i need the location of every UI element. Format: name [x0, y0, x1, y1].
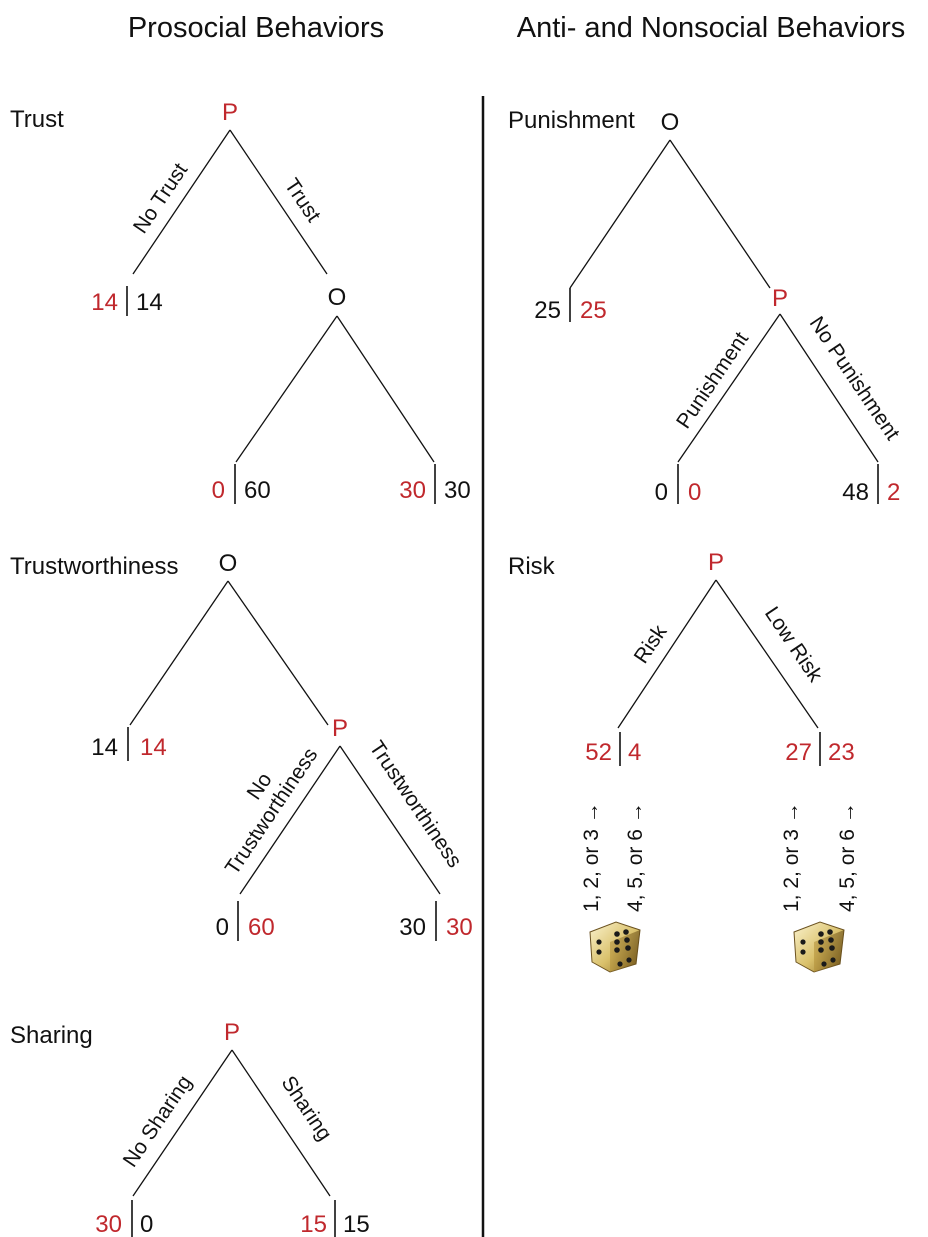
trustworthiness-payoff-3-p: 30: [446, 914, 473, 941]
sharing-payoff-2-p: 15: [300, 1211, 327, 1237]
die-icon: [793, 921, 845, 973]
trust-game: Trust P No Trust Trust O 14 14 0 60 30 3…: [10, 99, 471, 504]
header-prosocial: Prosocial Behaviors: [128, 12, 384, 44]
risk-dice-low-left: 1, 2, or 3 →: [580, 802, 603, 912]
header-antisocial: Anti- and Nonsocial Behaviors: [517, 12, 905, 44]
risk-payoff-1-high: 52: [585, 739, 612, 766]
trust-branch-trust: Trust: [280, 174, 325, 226]
trustworthiness-second-node: P: [332, 715, 348, 742]
sharing-edge-sharing: [231, 1049, 331, 1197]
punishment-payoff-3-o: 48: [842, 479, 869, 506]
trust-payoff-3-p: 30: [399, 477, 426, 504]
trust-branch-no-trust: No Trust: [129, 159, 193, 238]
risk-branch-risk: Risk: [630, 621, 672, 668]
risk-payoff-1-low: 4: [628, 739, 641, 766]
punishment-second-node: P: [772, 285, 788, 312]
punishment-payoff-1-o: 25: [534, 297, 561, 324]
risk-payoff-2-low: 23: [828, 739, 855, 766]
trust-second-node: O: [328, 284, 347, 311]
trustworthiness-payoff-3-o: 30: [399, 914, 426, 941]
trustworthiness-edge-o-left: [129, 580, 229, 726]
punishment-edge-no-punish: [779, 313, 879, 463]
punishment-branch-punishment: Punishment: [672, 328, 753, 433]
punishment-edge-punish: [677, 313, 781, 463]
punishment-edge-o-left: [569, 139, 671, 289]
trust-payoff-3-o: 30: [444, 477, 471, 504]
trustworthiness-payoff-2-p: 60: [248, 914, 275, 941]
trust-root-node: P: [222, 99, 238, 126]
risk-dice-high-right: 4, 5, or 6 →: [836, 802, 859, 912]
sharing-edge-no-sharing: [132, 1049, 233, 1197]
sharing-game: Sharing P No Sharing Sharing 30 0 15 15: [10, 1019, 370, 1237]
trust-edge-no-trust: [132, 129, 231, 275]
risk-payoff-2-high: 27: [785, 739, 812, 766]
trust-title: Trust: [10, 106, 64, 133]
trustworthiness-payoff-1-p: 14: [140, 734, 167, 761]
punishment-payoff-3-p: 2: [887, 479, 900, 506]
trust-payoff-2-p: 0: [212, 477, 225, 504]
trustworthiness-edge-o-right: [227, 580, 329, 726]
punishment-branch-no-punishment: No Punishment: [805, 312, 904, 444]
sharing-payoff-1-p: 30: [95, 1211, 122, 1237]
punishment-payoff-1-p: 25: [580, 297, 607, 324]
punishment-game: Punishment O P Punishment No Punishment …: [508, 107, 904, 506]
trustworthiness-game: Trustworthiness O P No Trustworthiness T…: [10, 550, 473, 941]
punishment-payoff-2-p: 0: [688, 479, 701, 506]
risk-edge-risk: [617, 579, 717, 729]
trustworthiness-root-node: O: [219, 550, 238, 577]
punishment-payoff-2-o: 0: [655, 479, 668, 506]
trust-payoff-2-o: 60: [244, 477, 271, 504]
punishment-title: Punishment: [508, 107, 635, 134]
risk-game: Risk P Risk Low Risk 52 4 27 23 1, 2, or…: [508, 549, 859, 973]
trustworthiness-edge-no: [239, 745, 341, 895]
risk-root-node: P: [708, 549, 724, 576]
die-icon: [589, 921, 641, 973]
trustworthiness-payoff-2-o: 0: [216, 914, 229, 941]
trust-edge-o-right: [336, 315, 435, 463]
risk-title: Risk: [508, 553, 556, 580]
trustworthiness-edge-yes: [339, 745, 441, 895]
trustworthiness-branch-no-2: Trustworthiness: [221, 744, 323, 879]
trustworthiness-title: Trustworthiness: [10, 553, 179, 580]
trustworthiness-payoff-1-o: 14: [91, 734, 118, 761]
trust-payoff-1-o: 14: [136, 289, 163, 316]
sharing-title: Sharing: [10, 1022, 93, 1049]
sharing-root-node: P: [224, 1019, 240, 1046]
sharing-payoff-1-o: 0: [140, 1211, 153, 1237]
trust-payoff-1-p: 14: [91, 289, 118, 316]
risk-branch-low-risk: Low Risk: [760, 603, 827, 687]
risk-dice-low-right: 1, 2, or 3 →: [780, 802, 803, 912]
risk-dice-high-left: 4, 5, or 6 →: [624, 802, 647, 912]
sharing-branch-no-sharing: No Sharing: [119, 1071, 197, 1171]
risk-edge-low-risk: [715, 579, 819, 729]
sharing-branch-sharing: Sharing: [277, 1072, 337, 1145]
punishment-root-node: O: [661, 109, 680, 136]
punishment-edge-o-right: [669, 139, 771, 289]
trust-edge-o-left: [235, 315, 338, 463]
trust-edge-trust: [229, 129, 328, 275]
sharing-payoff-2-o: 15: [343, 1211, 370, 1237]
